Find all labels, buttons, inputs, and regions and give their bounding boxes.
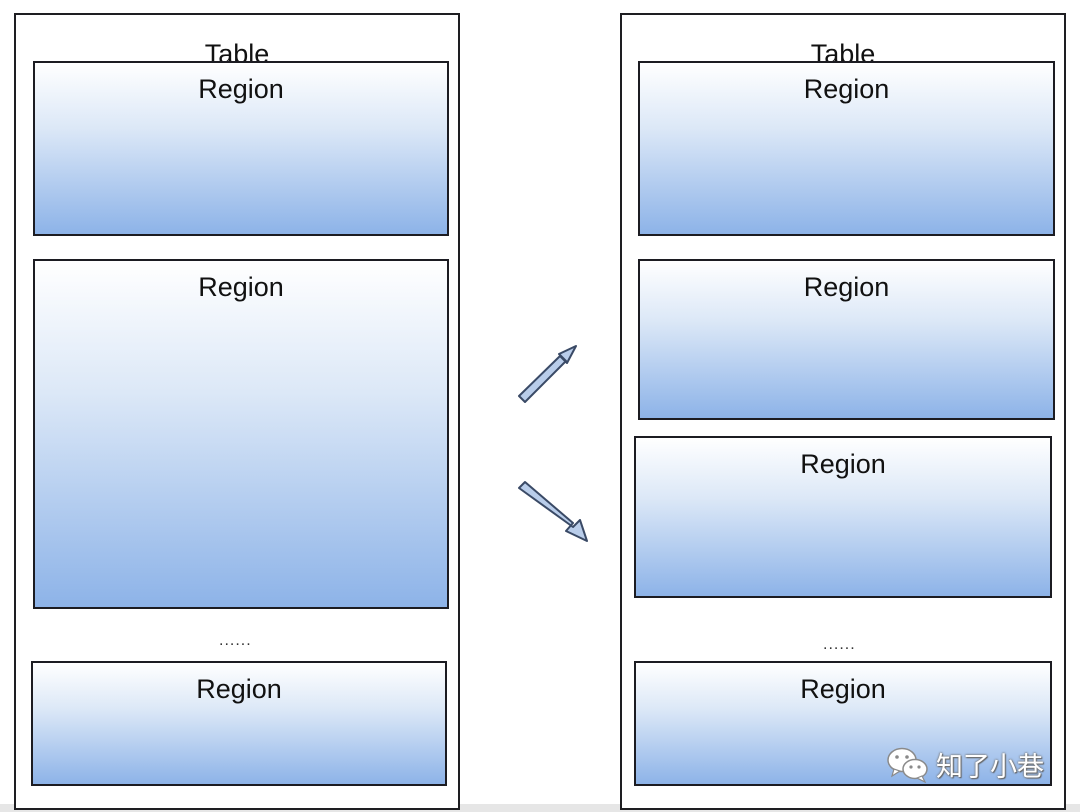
- watermark: 知了小巷: [886, 744, 1044, 784]
- region-label: Region: [800, 449, 886, 479]
- left-region-1: Region: [33, 61, 449, 236]
- right-ellipsis: ......: [823, 636, 856, 653]
- arrow-down-right-icon: [518, 481, 588, 542]
- region-label: Region: [196, 674, 282, 704]
- region-label: Region: [198, 272, 284, 302]
- arrow-up-right-icon: [518, 345, 577, 403]
- region-label: Region: [800, 674, 886, 704]
- region-label: Region: [803, 272, 890, 302]
- left-ellipsis: ......: [219, 632, 252, 649]
- right-region-4: Region: [634, 661, 1052, 786]
- left-region-3: Region: [31, 661, 447, 786]
- right-region-1: Region: [638, 61, 1055, 236]
- bottom-strip: [0, 804, 1080, 812]
- right-region-3: Region: [634, 436, 1052, 598]
- right-region-2: Region: [638, 259, 1055, 420]
- wechat-icon: [887, 747, 928, 783]
- right-table: Table Region Region Region ...... Region: [620, 13, 1066, 810]
- left-region-2: Region: [33, 259, 449, 609]
- region-label: Region: [198, 74, 284, 104]
- region-label: Region: [803, 74, 890, 104]
- left-table: Table Region Region ...... Region: [14, 13, 460, 810]
- watermark-text: 知了小巷: [936, 751, 1044, 783]
